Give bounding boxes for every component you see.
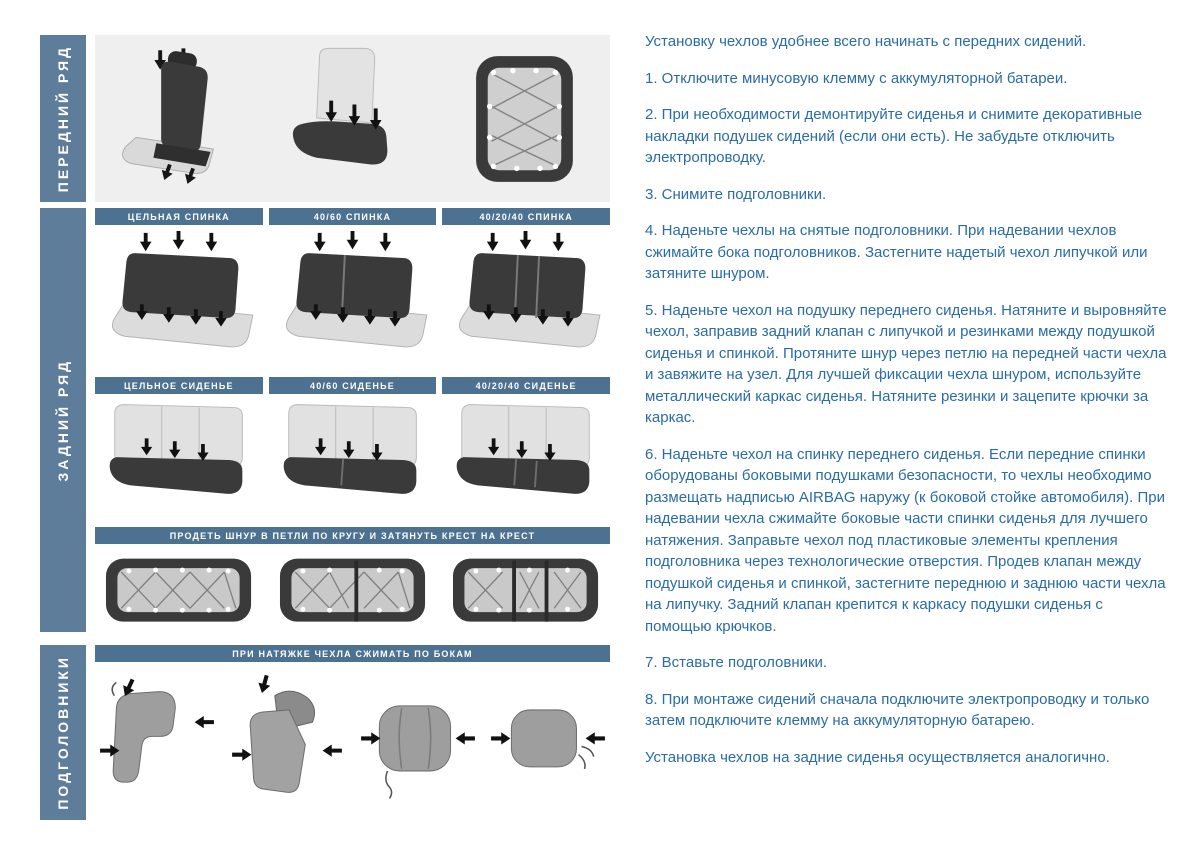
label-backrest-solid: ЦЕЛЬНАЯ СПИНКА bbox=[95, 208, 263, 225]
lacing-illustration-row bbox=[95, 549, 610, 637]
instruction-step-1: 1. Отключите минусовую клемму с аккумуля… bbox=[645, 69, 1068, 87]
instruction-step-2: 2. При необходимости демонтируйте сидень… bbox=[645, 106, 1143, 166]
section-rail-headrests: ПОДГОЛОВНИКИ bbox=[40, 645, 86, 820]
headrest-instruction-banner: ПРИ НАТЯЖКЕ ЧЕХЛА СЖИМАТЬ ПО БОКАМ bbox=[95, 645, 610, 662]
label-cushion-40-60: 40/60 СИДЕНЬЕ bbox=[268, 377, 437, 394]
front-seat-cushion-cover-illustration bbox=[293, 47, 388, 165]
instruction-step-5: 5. Наденьте чехол на подушку переднего с… bbox=[645, 301, 1167, 427]
instruction-intro: Установку чехлов удобнее всего начинать … bbox=[645, 33, 1087, 50]
lacing-bottom-solid-illustration bbox=[105, 558, 251, 622]
instructions-column: Установку чехлов удобнее всего начинать … bbox=[645, 31, 1169, 783]
seat-frame-lacing-illustration bbox=[476, 55, 574, 182]
cushion-40-20-40-illustration bbox=[456, 404, 590, 494]
instruction-step-4: 4. Наденьте чехлы на снятые подголовники… bbox=[645, 222, 1148, 282]
headrest-cover-step4-illustration bbox=[490, 709, 605, 770]
label-backrest-40-60: 40/60 СПИНКА bbox=[268, 208, 437, 225]
backrest-40-60-illustration bbox=[285, 231, 427, 348]
rear-row-diagram-grid: ЦЕЛЬНАЯ СПИНКА 40/60 СПИНКА 40/20/40 СПИ… bbox=[95, 208, 611, 640]
instruction-outro: Установка чехлов на задние сиденья осуще… bbox=[645, 748, 1110, 766]
headrests-diagram-grid: ПРИ НАТЯЖКЕ ЧЕХЛА СЖИМАТЬ ПО БОКАМ bbox=[95, 645, 610, 823]
headrest-cover-step1-illustration bbox=[100, 678, 215, 783]
label-cushion-solid: ЦЕЛЬНОЕ СИДЕНЬЕ bbox=[95, 377, 263, 394]
section-rail-front-row: ПЕРЕДНИЙ РЯД bbox=[40, 35, 86, 202]
headrest-cover-step2-illustration bbox=[232, 675, 343, 793]
label-backrest-40-20-40: 40/20/40 СПИНКА bbox=[442, 208, 611, 225]
backrest-label-row: ЦЕЛЬНАЯ СПИНКА 40/60 СПИНКА 40/20/40 СПИ… bbox=[95, 208, 611, 225]
rear-row-label: ЗАДНИЙ РЯД bbox=[55, 358, 71, 482]
headrests-label: ПОДГОЛОВНИКИ bbox=[55, 655, 71, 810]
section-rail-rear-row: ЗАДНИЙ РЯД bbox=[40, 208, 86, 632]
instruction-step-8: 8. При монтаже сидений сначала подключит… bbox=[645, 690, 1150, 730]
cushion-illustration-row bbox=[95, 397, 610, 523]
instruction-step-3: 3. Снимите подголовники. bbox=[645, 185, 827, 203]
backrest-40-20-40-illustration bbox=[459, 231, 601, 348]
backrest-illustration-row bbox=[95, 228, 610, 374]
label-cushion-40-20-40: 40/20/40 СИДЕНЬЕ bbox=[442, 377, 611, 394]
front-row-label: ПЕРЕДНИЙ РЯД bbox=[55, 44, 71, 193]
instruction-step-7: 7. Вставьте подголовники. bbox=[645, 654, 828, 671]
cushion-40-60-illustration bbox=[283, 404, 417, 494]
cushion-solid-illustration bbox=[109, 404, 243, 494]
lace-instruction-banner: ПРОДЕТЬ ШНУР В ПЕТЛИ ПО КРУГУ И ЗАТЯНУТЬ… bbox=[95, 527, 610, 544]
front-seat-backrest-cover-illustration bbox=[121, 47, 214, 184]
lacing-bottom-40-60-illustration bbox=[279, 558, 425, 622]
instruction-step-6: 6. Наденьте чехол на спинку переднего си… bbox=[645, 445, 1166, 635]
backrest-solid-illustration bbox=[111, 231, 254, 348]
cushion-label-row: ЦЕЛЬНОЕ СИДЕНЬЕ 40/60 СИДЕНЬЕ 40/20/40 С… bbox=[95, 377, 611, 394]
headrest-illustration-row bbox=[95, 668, 610, 820]
front-row-diagram-panel bbox=[95, 35, 610, 202]
lacing-bottom-40-20-40-illustration bbox=[453, 558, 599, 622]
headrest-cover-step3-illustration bbox=[360, 705, 475, 799]
